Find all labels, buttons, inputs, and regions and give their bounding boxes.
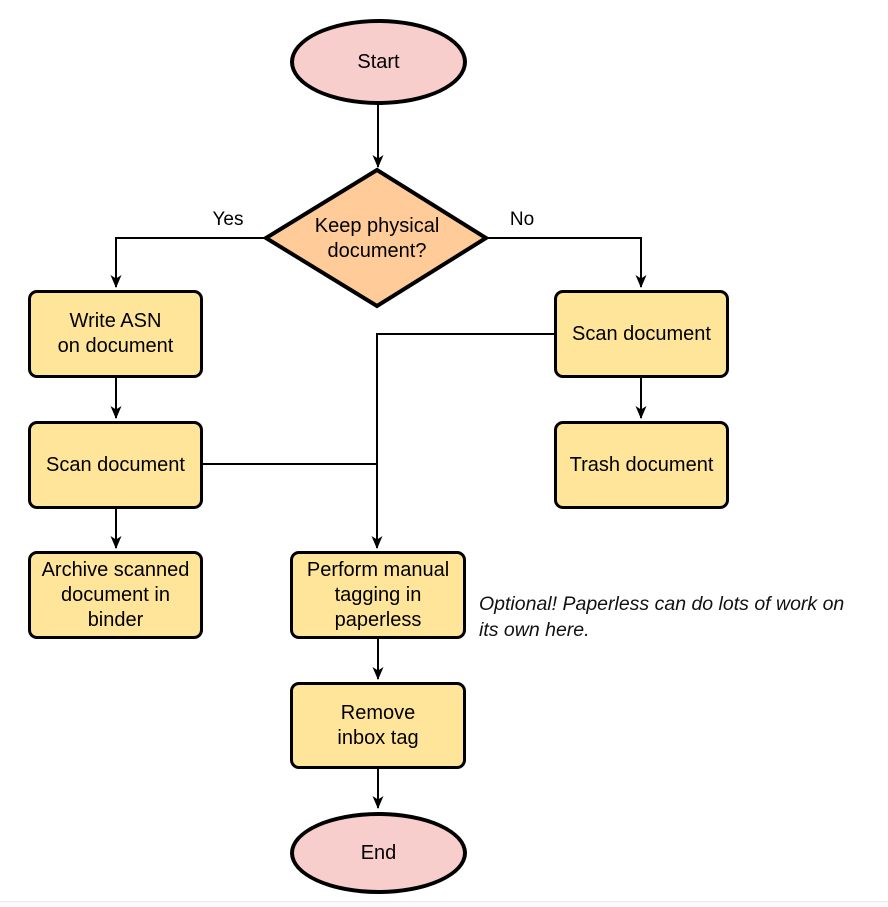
node-archive-in-binder-label: Archive scanned document in binder <box>41 558 190 631</box>
node-decision-label: Keep physical document? <box>314 214 440 262</box>
node-trash-document-label: Trash document <box>569 453 714 476</box>
node-start: Start <box>290 19 467 105</box>
node-archive-in-binder: Archive scanned document in binder <box>28 551 203 639</box>
page-bottom-edge <box>0 901 888 907</box>
node-remove-inbox-tag: Remove inbox tag <box>290 682 466 769</box>
node-remove-inbox-tag-label: Remove inbox tag <box>337 701 419 749</box>
decision-diamond-shape <box>262 167 490 309</box>
node-trash-document: Trash document <box>554 421 729 509</box>
node-manual-tagging-label: Perform manual tagging in paperless <box>306 558 450 631</box>
edge-decision-yes <box>110 237 267 288</box>
node-scan-document-left-label: Scan document <box>46 453 185 476</box>
node-scan-document-right: Scan document <box>554 290 729 378</box>
node-scan-document-right-label: Scan document <box>572 322 711 345</box>
edge-label-no: No <box>509 209 535 230</box>
node-end: End <box>290 812 467 894</box>
edge-decision-no <box>485 237 647 288</box>
node-write-asn: Write ASN on document <box>28 290 203 378</box>
edge-label-yes: Yes <box>212 209 244 230</box>
node-scan-document-left: Scan document <box>28 421 203 509</box>
optional-note: Optional! Paperless can do lots of work … <box>479 593 845 641</box>
node-start-label: Start <box>357 50 400 73</box>
node-decision-keep-physical: Keep physical document? <box>287 206 467 271</box>
node-manual-tagging: Perform manual tagging in paperless <box>290 551 466 639</box>
node-end-label: End <box>360 841 397 864</box>
node-write-asn-label: Write ASN on document <box>57 310 174 357</box>
edge-scanright-to-tagging <box>371 333 554 549</box>
